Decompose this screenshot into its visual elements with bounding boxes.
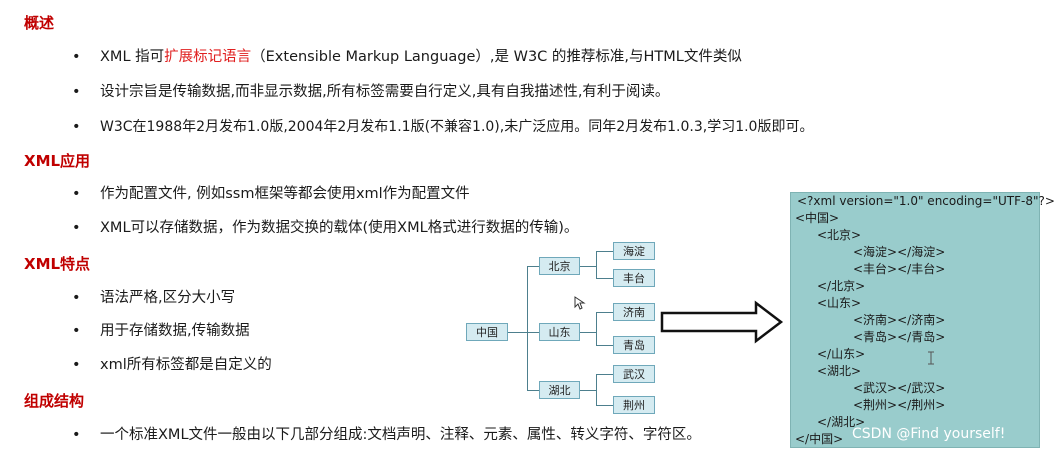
tree-connector	[596, 374, 597, 405]
xml-line: <北京>	[817, 228, 862, 242]
xml-line: <济南></济南>	[853, 313, 946, 327]
tree-connector	[527, 390, 539, 391]
xml-line: </山东>	[817, 347, 866, 361]
tree-node-haidian: 海淀	[613, 242, 655, 260]
tree-connector	[580, 390, 597, 391]
xml-line: <湖北>	[817, 364, 862, 378]
xml-code-panel: <?xml version="1.0" encoding="UTF-8"?> <…	[790, 192, 1055, 448]
tree-connector	[580, 266, 597, 267]
tree-connector	[596, 345, 613, 346]
tree-node-shandong: 山东	[539, 323, 580, 341]
xml-line: <中国>	[795, 211, 840, 225]
tree-connector	[527, 266, 528, 390]
tree-connector	[596, 278, 613, 279]
tree-node-hubei: 湖北	[539, 381, 580, 399]
xml-line: </中国>	[795, 432, 844, 446]
tree-connector	[596, 405, 613, 406]
tree-node-jingzhou: 荆州	[613, 396, 655, 414]
heading-usage: XML应用	[24, 152, 91, 170]
heading-structure: 组成结构	[24, 392, 85, 410]
xml-line: <青岛></青岛>	[853, 330, 946, 344]
xml-line: <丰台></丰台>	[853, 262, 946, 276]
tree-node-qingdao: 青岛	[613, 336, 655, 354]
heading-overview: 概述	[24, 14, 55, 32]
xml-line: <荆州></荆州>	[853, 398, 946, 412]
tree-node-beijing: 北京	[539, 257, 580, 275]
right-arrow-icon	[660, 300, 784, 344]
tree-connector	[508, 332, 528, 333]
tree-connector	[596, 251, 597, 278]
xml-line: <山东>	[817, 296, 862, 310]
tree-connector	[596, 374, 613, 375]
xml-line: <武汉></武汉>	[853, 381, 946, 395]
watermark: CSDN @Find yourself!	[852, 426, 1006, 442]
xml-line: </北京>	[817, 279, 866, 293]
tree-connector	[580, 332, 597, 333]
tree-connector	[596, 251, 613, 252]
tree-connector	[527, 332, 539, 333]
xml-line: <海淀></海淀>	[853, 245, 946, 259]
tree-node-jinan: 济南	[613, 303, 655, 321]
highlight-term: 扩展标记语言	[164, 49, 252, 65]
tree-connector	[596, 312, 613, 313]
tree-connector	[527, 266, 539, 267]
tree-node-fengtai: 丰台	[613, 269, 655, 287]
xml-line: <?xml version="1.0" encoding="UTF-8"?>	[797, 194, 1055, 208]
tree-connector	[596, 312, 597, 345]
xml-line: </湖北>	[817, 415, 866, 429]
tree-node-root: 中国	[466, 323, 508, 341]
heading-features: XML特点	[24, 255, 91, 273]
tree-node-wuhan: 武汉	[613, 365, 655, 383]
mouse-cursor-icon	[574, 296, 586, 310]
text-cursor-icon	[928, 351, 934, 365]
